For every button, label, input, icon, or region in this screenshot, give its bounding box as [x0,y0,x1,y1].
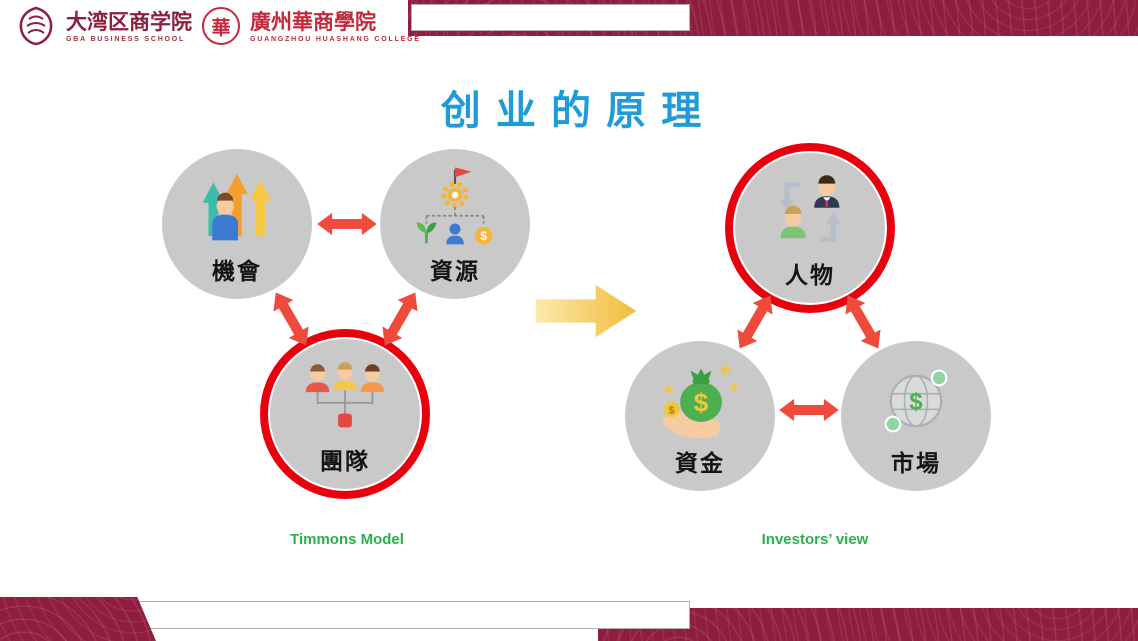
huashang-college-logo-icon: 華 [202,7,240,45]
growth-arrows-icon [202,173,272,241]
node-label-people: 人物 [785,262,835,288]
double-arrow-market-people [845,295,881,349]
coin-dollar-glyph: $ [480,229,487,243]
gba-school-name: 大湾区商学院 [66,8,192,34]
team-icon [305,362,385,428]
node-label-opportunity: 機會 [212,258,262,284]
gba-school-subtitle: GBA BUSINESS SCHOOL [66,35,186,43]
globe-dollar-glyph: $ [909,388,923,415]
market-globe-icon: $ [884,369,948,433]
resources-icon: $ [416,167,493,245]
node-label-market: 市場 [891,450,941,476]
double-arrow-team-opportunity [273,292,309,346]
node-resources: $ 資源 [380,149,530,299]
huashang-logo-glyph: 華 [211,16,231,39]
node-label-team: 團隊 [320,448,370,474]
node-team: 團隊 [270,339,420,489]
node-market: $ 市場 [841,341,991,491]
node-capital: $ $ 資金 [625,341,775,491]
money-bag-icon: $ $ [662,364,740,439]
node-label-capital: 資金 [675,450,725,476]
node-opportunity: 機會 [162,149,312,299]
right-diagram-caption: Investors’ view [761,531,869,548]
bag-dollar-glyph: $ [694,387,709,417]
people-exchange-icon [779,175,841,242]
bottom-left-decoration-block [0,597,156,641]
double-arrow-team-resources [382,292,418,346]
bottom-decoration-box [113,601,690,629]
top-decoration-box [411,4,690,31]
gba-school-logo-icon [19,6,53,46]
huashang-college-subtitle: GUANGZHOU HUASHANG COLLEGE [250,35,421,43]
left-diagram-caption: Timmons Model [290,531,404,548]
double-arrow-capital-people [737,295,773,349]
transition-arrow-icon [535,284,637,338]
node-people: 人物 [735,153,885,303]
double-arrow-opportunity-resources [317,212,377,236]
double-arrow-capital-market [779,398,839,422]
coin-dollar-glyph: $ [669,406,675,417]
header-logos: 大湾区商学院 GBA BUSINESS SCHOOL 華 廣州華商學院 GUAN… [16,6,421,46]
page-title: 创 业 的 原 理 [440,89,704,133]
huashang-college-name: 廣州華商學院 [250,8,376,34]
node-label-resources: 資源 [430,258,480,284]
